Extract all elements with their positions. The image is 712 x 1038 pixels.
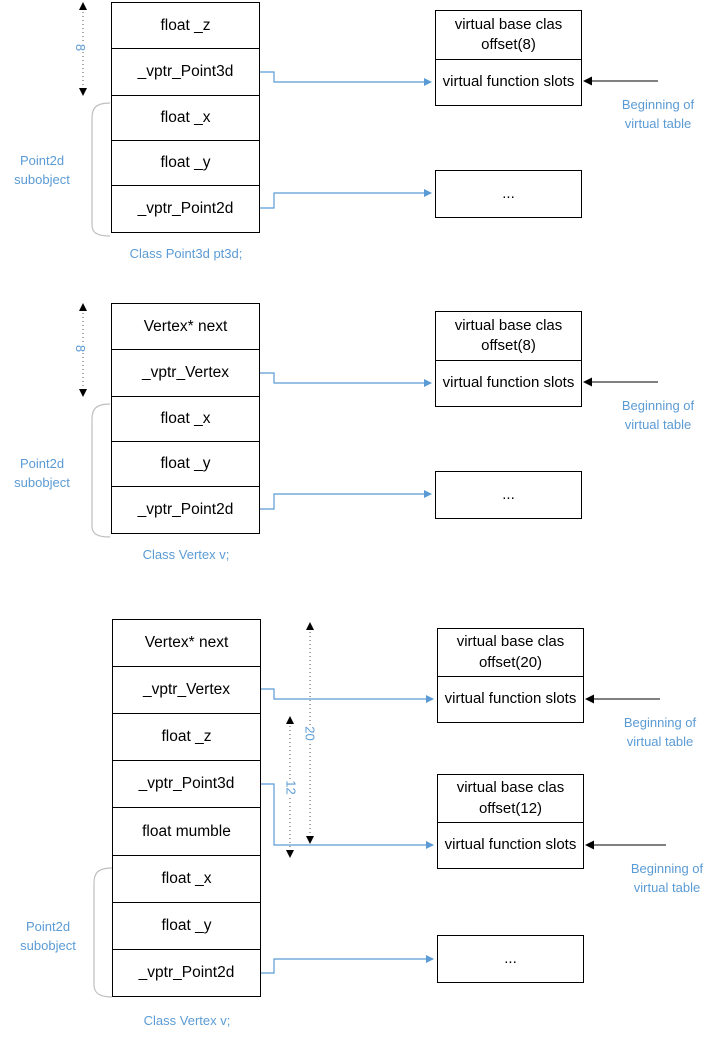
offset-12-arrow-up bbox=[286, 716, 294, 724]
class-caption: Class Vertex v; bbox=[143, 1013, 231, 1028]
vtable-function-slots: virtual function slots bbox=[437, 822, 584, 869]
vptr-point2d-pointer bbox=[260, 490, 432, 510]
class-caption: Class Vertex v; bbox=[142, 547, 230, 562]
object-cell: float _z bbox=[112, 713, 261, 761]
subobject-brace bbox=[91, 102, 111, 237]
object-cell: float mumble bbox=[112, 807, 261, 856]
vtable-ellipsis-box: ... bbox=[435, 170, 582, 218]
object-cell: float _y bbox=[111, 441, 260, 487]
object-cell: float _y bbox=[111, 140, 260, 186]
vptr-point2d-pointer bbox=[260, 189, 432, 209]
vtable-function-slots: virtual function slots bbox=[435, 360, 582, 407]
vtable-offset-entry: virtual base clas offset(12) bbox=[437, 774, 584, 823]
object-cell: Vertex* next bbox=[111, 303, 260, 350]
vptr-point3d-pointer bbox=[260, 783, 434, 849]
beginning-of-vtable-label: Beginning of virtual table bbox=[621, 97, 695, 131]
offset-number: 8 bbox=[73, 42, 89, 53]
offset-arrow-up bbox=[79, 2, 87, 10]
object-cell: _vptr_Point3d bbox=[112, 760, 261, 808]
offset-20-arrow-down bbox=[306, 836, 314, 844]
vptr-point3d-pointer bbox=[260, 71, 432, 86]
object-cell: Vertex* next bbox=[112, 619, 261, 667]
offset-number: 8 bbox=[73, 343, 89, 354]
vtable-offset-entry: virtual base clas offset(8) bbox=[435, 311, 582, 361]
vtable-function-slots: virtual function slots bbox=[437, 676, 584, 723]
subobject-label: Point2d subobject bbox=[14, 153, 70, 187]
vtable-offset-entry: virtual base clas offset(20) bbox=[437, 628, 584, 677]
vtable-ellipsis-box: ... bbox=[435, 471, 582, 519]
vptr-point2d-pointer bbox=[260, 955, 434, 974]
object-cell: _vptr_Point2d bbox=[112, 949, 261, 997]
subobject-label: Point2d subobject bbox=[20, 919, 76, 953]
subobject-label: Point2d subobject bbox=[14, 456, 70, 490]
offset-12-arrow-down bbox=[286, 850, 294, 858]
object-cell: _vptr_Vertex bbox=[111, 349, 260, 397]
vtable-function-slots: virtual function slots bbox=[435, 59, 582, 106]
offset-20-arrow-up bbox=[306, 622, 314, 630]
subobject-brace bbox=[93, 867, 113, 998]
object-cell: _vptr_Point2d bbox=[111, 185, 260, 233]
object-cell: float _x bbox=[111, 396, 260, 442]
beginning-of-vtable-label: Beginning of virtual table bbox=[621, 398, 695, 432]
object-cell: float _x bbox=[111, 95, 260, 141]
offset-12-number: 12 bbox=[283, 779, 299, 796]
offset-arrow-down bbox=[79, 88, 87, 96]
offset-20-number: 20 bbox=[302, 725, 318, 742]
object-cell: float _y bbox=[112, 902, 261, 950]
object-cell: float _x bbox=[112, 855, 261, 903]
beginning-of-vtable-label: Beginning of virtual table bbox=[630, 861, 704, 895]
vtable-ellipsis-box: ... bbox=[437, 935, 584, 983]
vtable-offset-entry: virtual base clas offset(8) bbox=[435, 10, 582, 60]
offset-arrow-down bbox=[79, 389, 87, 397]
vptr-vertex-pointer bbox=[260, 688, 434, 703]
subobject-brace bbox=[91, 403, 111, 538]
vptr-vertex-pointer bbox=[260, 372, 432, 387]
beginning-of-vtable-label: Beginning of virtual table bbox=[623, 715, 697, 749]
object-cell: _vptr_Vertex bbox=[112, 666, 261, 714]
offset-arrow-up bbox=[79, 303, 87, 311]
object-cell: float _z bbox=[111, 2, 260, 49]
object-cell: _vptr_Point2d bbox=[111, 486, 260, 534]
object-cell: _vptr_Point3d bbox=[111, 48, 260, 96]
class-caption: Class Point3d pt3d; bbox=[129, 246, 243, 261]
